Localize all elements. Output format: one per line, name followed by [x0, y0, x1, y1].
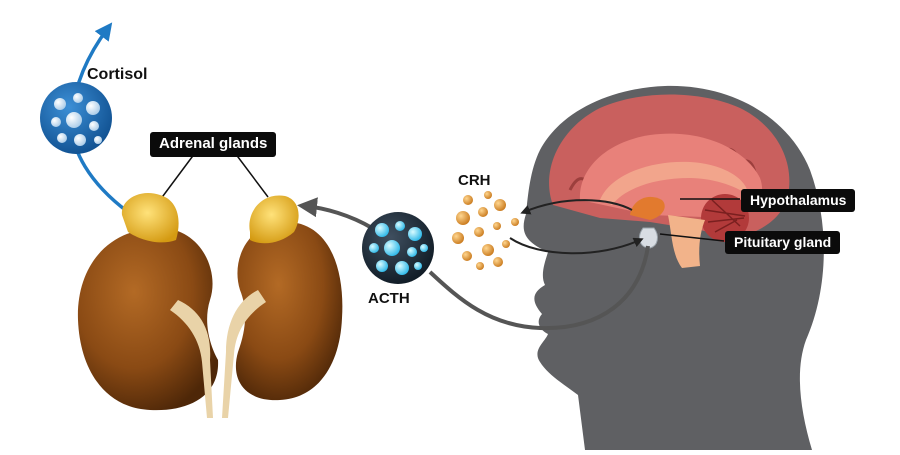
adrenal-glands-label: Adrenal glands: [150, 132, 277, 157]
crh-label: CRH: [458, 172, 491, 189]
corpus-callosum: [600, 161, 748, 205]
crh-to-pituitary-arrow: [509, 237, 644, 255]
pituitary-region: [639, 227, 658, 249]
right-adrenal-gland: [249, 195, 299, 244]
pituitary-to-acth-path: [428, 245, 650, 331]
left-ureter: [170, 300, 213, 418]
acth-molecule-icon: [362, 212, 434, 284]
cortisol-molecule-icon: [40, 82, 112, 154]
right-kidney: [222, 195, 343, 418]
left-adrenal-gland: [121, 192, 179, 243]
hypothalamus-to-crh-arrow: [520, 199, 633, 215]
hypothalamus-region: [630, 196, 665, 220]
hypothalamus-label: Hypothalamus: [741, 189, 856, 213]
left-kidney: [77, 192, 219, 418]
cerebellum: [701, 194, 749, 242]
right-ureter: [222, 290, 266, 418]
acth-to-adrenal-arrow: [297, 197, 374, 230]
cortisol-label: Cortisol: [87, 66, 148, 83]
acth-label: ACTH: [368, 290, 410, 307]
pituitary-gland-label: Pituitary gland: [725, 231, 841, 255]
adrenal-pointer-right: [234, 152, 269, 198]
brain-stem: [668, 215, 705, 268]
adrenal-pointer-left: [159, 152, 196, 201]
crh-particles-icon: [452, 191, 519, 270]
pituitary-pointer: [659, 233, 725, 242]
